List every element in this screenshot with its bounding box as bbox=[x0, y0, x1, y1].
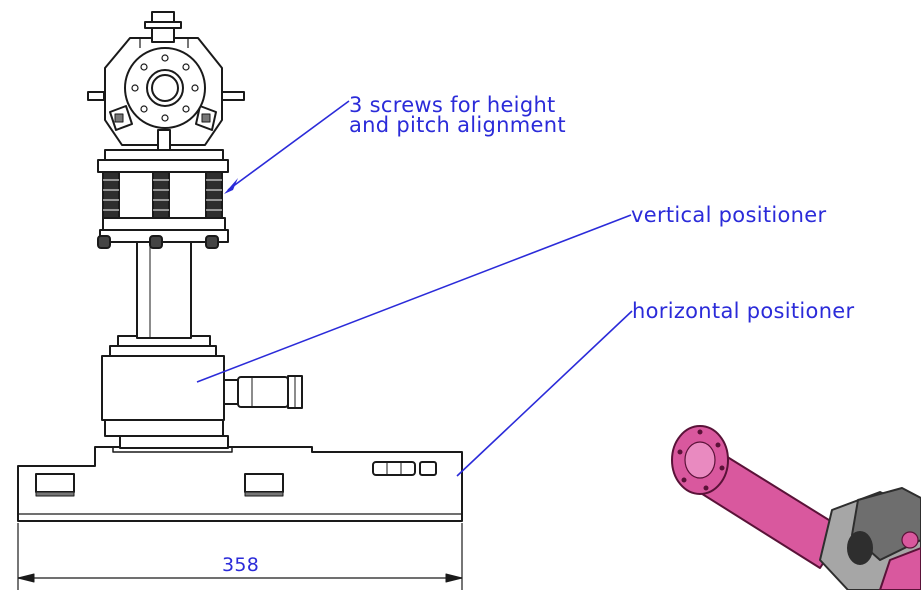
horizontal-positioner-label: horizontal positioner bbox=[632, 299, 855, 323]
horizontal-positioner-base bbox=[17, 446, 463, 522]
screws-annotation-line2: and pitch alignment bbox=[349, 113, 566, 137]
dimension-value: 358 bbox=[222, 554, 260, 576]
vertical-positioner bbox=[101, 335, 303, 449]
screws-annotation-line1: 3 screws for height bbox=[349, 93, 556, 117]
support-column bbox=[136, 239, 192, 339]
alignment-screws bbox=[97, 149, 229, 249]
leader-arrowhead bbox=[224, 178, 238, 194]
vertical-positioner-label: vertical positioner bbox=[631, 203, 827, 227]
dimension-line bbox=[17, 523, 463, 590]
leader-lines bbox=[196, 100, 633, 477]
screws-annotation: 3 screws for height and pitch alignment bbox=[349, 93, 566, 137]
mount-head bbox=[87, 11, 245, 151]
isometric-part-preview bbox=[671, 425, 921, 591]
